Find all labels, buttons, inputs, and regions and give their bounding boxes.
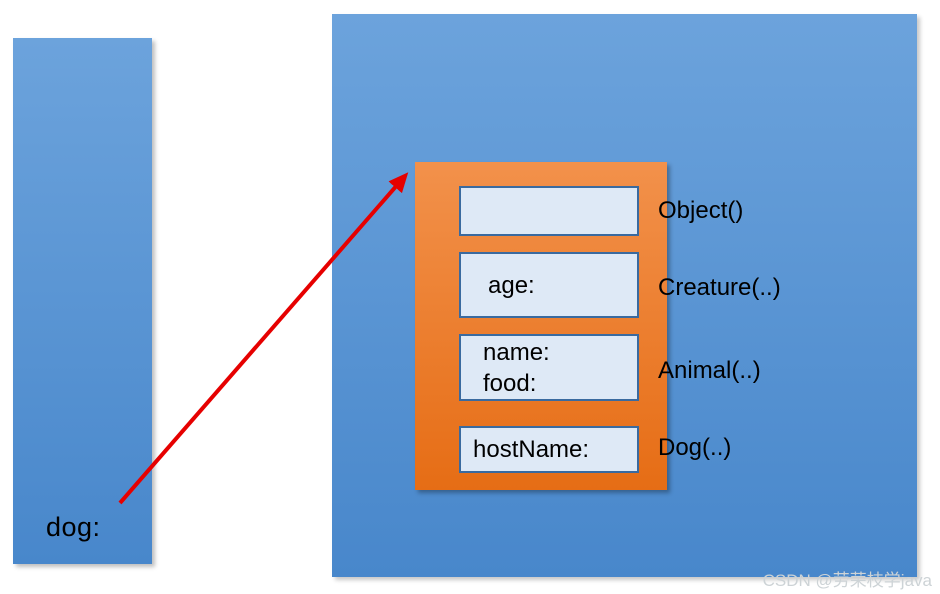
field-slot-object xyxy=(459,186,639,236)
object-memory-box: age: name: food: hostName: xyxy=(415,162,667,490)
field-slot-creature: age: xyxy=(459,252,639,318)
field-slot-animal: name: food: xyxy=(459,334,639,401)
field-label: age: xyxy=(488,271,535,299)
watermark-text: CSDN @劳荣枝学java xyxy=(762,571,932,590)
constructor-label-object: Object() xyxy=(658,197,744,224)
constructor-label-dog: Dog(..) xyxy=(658,434,732,461)
field-label: hostName: xyxy=(473,436,590,463)
stack-frame-rect: dog: xyxy=(13,38,152,564)
field-slot-dog: hostName: xyxy=(459,426,639,473)
field-label: food: xyxy=(483,369,537,397)
field-label: name: xyxy=(483,338,550,366)
constructor-label-creature: Creature(..) xyxy=(658,274,781,301)
stack-variable-label: dog: xyxy=(46,512,101,542)
constructor-label-animal: Animal(..) xyxy=(658,357,761,384)
